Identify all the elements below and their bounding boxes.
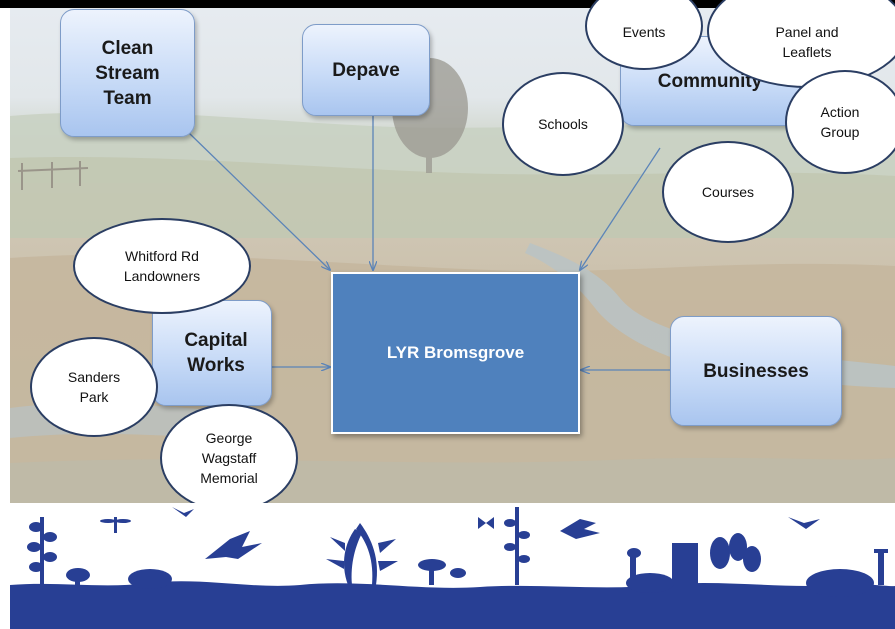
node-depave: Depave — [302, 24, 430, 116]
bubble-courses: Courses — [662, 141, 794, 243]
node-capital-works: Capital Works — [152, 300, 272, 406]
bubble-courses-label: Courses — [701, 184, 755, 200]
node-community-label: Community — [657, 70, 763, 92]
bubble-whitford-rd-landowners: Whitford Rd Landowners — [73, 218, 251, 314]
node-clean-stream-team-label: Clean Stream Team — [95, 37, 160, 109]
top-frame-bar — [0, 0, 895, 8]
bubble-whitford-rd-landowners-label: Whitford Rd Landowners — [123, 248, 201, 284]
node-depave-label: Depave — [332, 59, 400, 81]
node-businesses-label: Businesses — [703, 360, 809, 382]
arrow-community-to-center — [580, 147, 661, 270]
bubble-events-label: Events — [622, 24, 666, 40]
bubble-george-wagstaff-memorial-label: George Wagstaff Memorial — [200, 430, 258, 486]
bubble-panel-and-leaflets-label: Panel and Leaflets — [775, 24, 839, 60]
bubble-events: Events — [585, 0, 703, 70]
bubble-schools: Schools — [502, 72, 624, 176]
node-capital-works-label: Capital Works — [184, 330, 248, 376]
bubble-george-wagstaff-memorial: George Wagstaff Memorial — [160, 404, 298, 512]
node-businesses: Businesses — [670, 316, 842, 426]
wildlife-silhouette-band — [0, 503, 895, 629]
node-lyr-bromsgrove-label: LYR Bromsgrove — [386, 343, 525, 362]
arrow-clean-stream-to-center — [187, 131, 330, 270]
bubble-sanders-park-label: Sanders Park — [67, 369, 121, 405]
bubble-action-group: Action Group — [785, 70, 895, 174]
bubble-schools-label: Schools — [538, 116, 588, 132]
bubble-sanders-park: Sanders Park — [30, 337, 158, 437]
bubble-action-group-label: Action Group — [820, 104, 860, 140]
node-lyr-bromsgrove: LYR Bromsgrove — [331, 272, 580, 434]
node-clean-stream-team: Clean Stream Team — [60, 9, 195, 137]
